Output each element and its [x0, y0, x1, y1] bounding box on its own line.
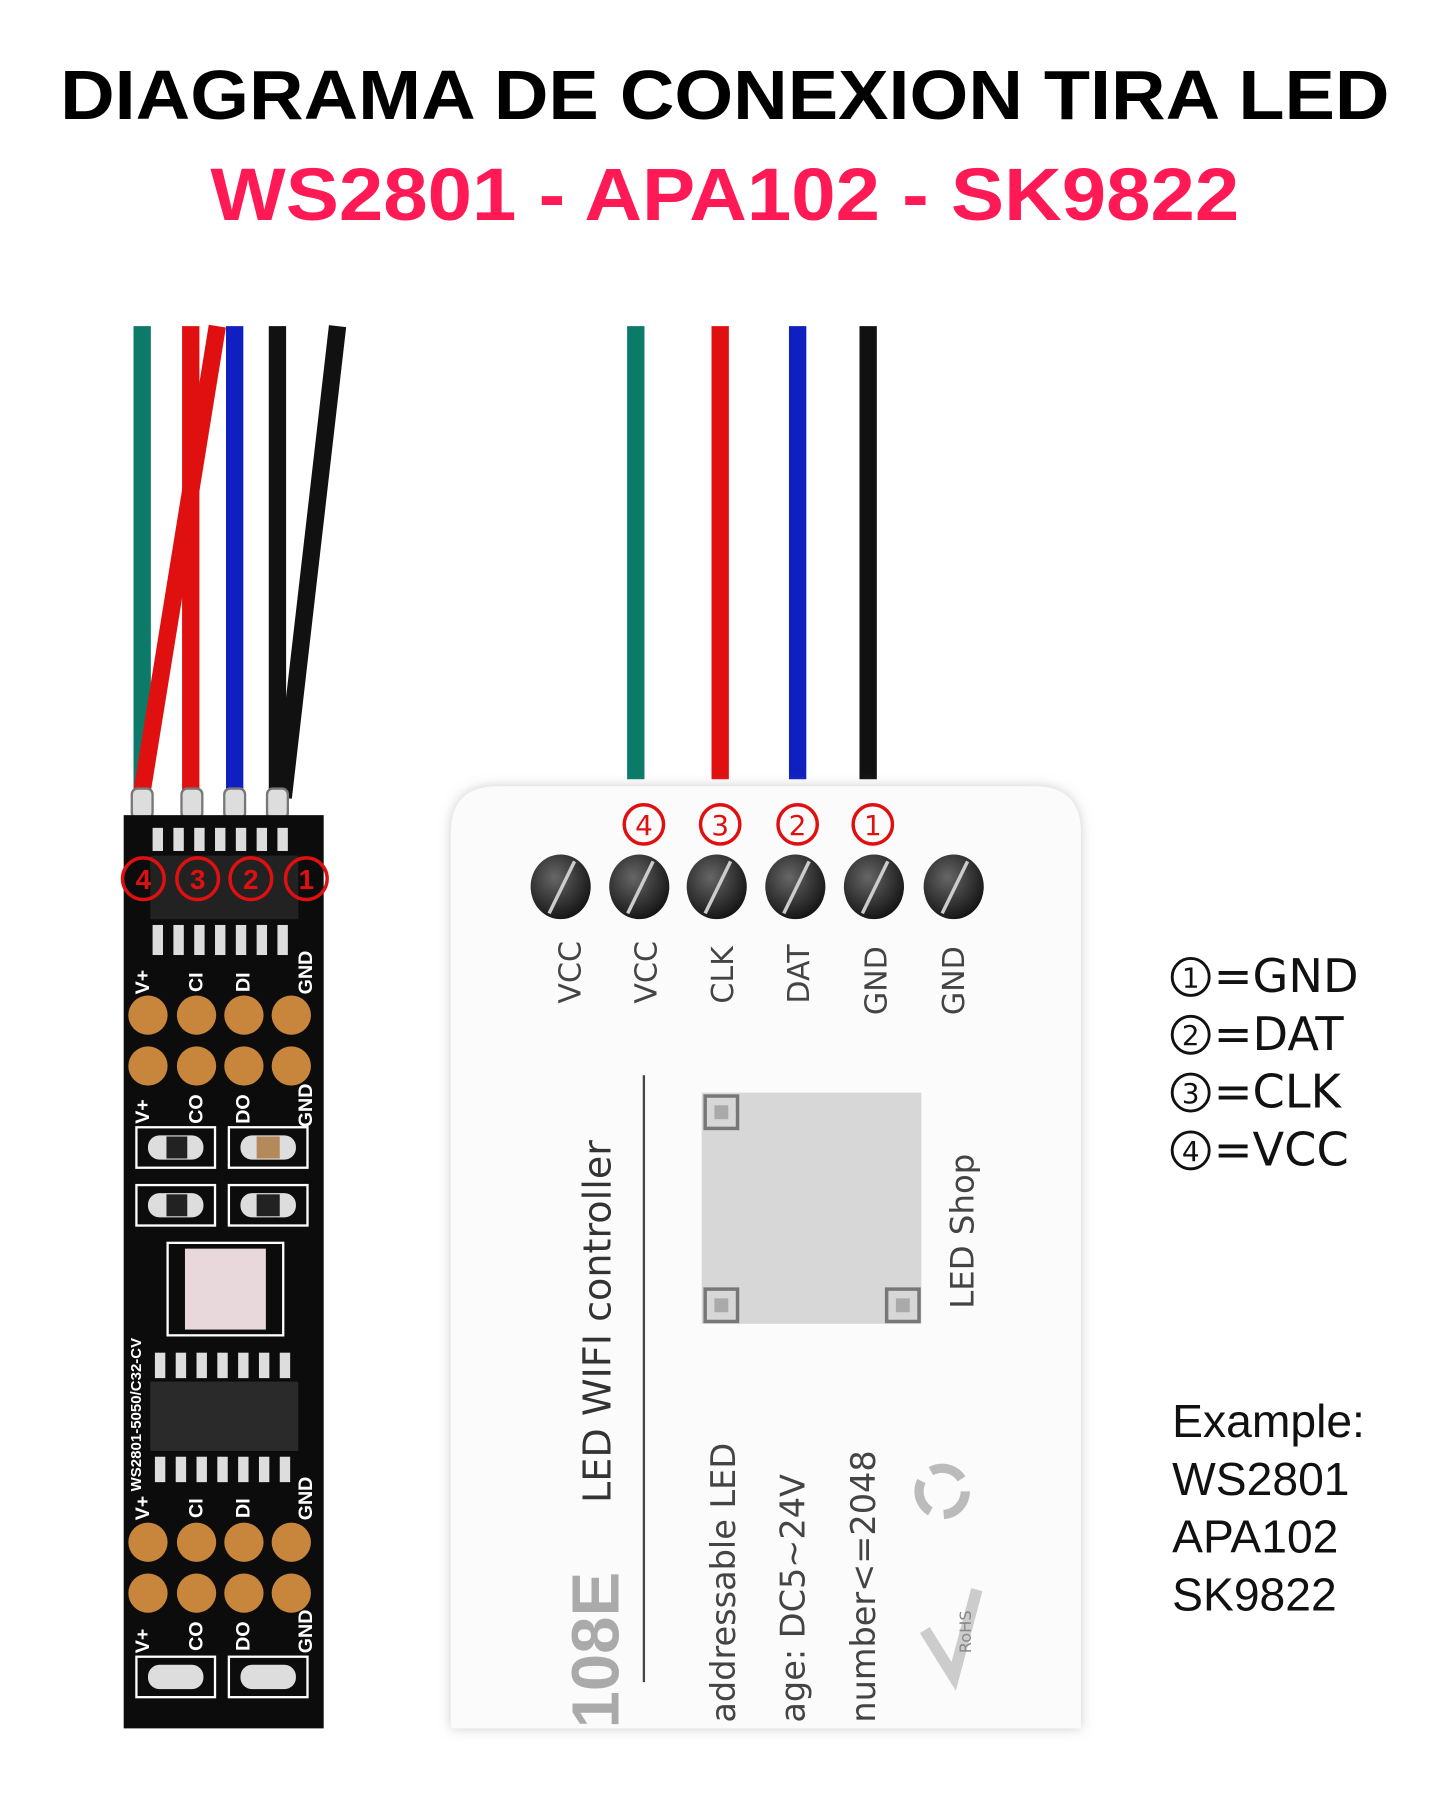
example-heading: Example: — [1172, 1395, 1365, 1447]
pin-marker-2 — [228, 856, 274, 902]
solder-joint — [180, 787, 204, 820]
strip-label: DI — [233, 1498, 255, 1518]
legend-number: 2 — [1182, 1019, 1200, 1052]
wifi-controller: 4 3 2 1 VCC VCC CLK DAT GND GND LED WIFI… — [450, 326, 1081, 1729]
pcb-marking: WS2801-5050/C32-CV — [128, 1338, 145, 1492]
legend-number: 1 — [1182, 961, 1200, 994]
terminal-label: GND — [860, 946, 895, 1015]
strip-label: CO — [185, 1621, 207, 1650]
strip-label: GND — [295, 951, 317, 995]
example-list: Example: WS2801 APA102 SK9822 — [1172, 1395, 1365, 1620]
strip-label: V+ — [132, 1496, 154, 1521]
spec-line: age: DC5~24V — [774, 1474, 813, 1723]
pin-legend: 1 2 3 4 =GND =DAT =CLK =VCC — [1170, 949, 1359, 1176]
recycle-icon — [914, 1463, 970, 1520]
wire-black-diagonal — [274, 325, 347, 799]
pin-marker-1 — [283, 856, 329, 902]
qr-code — [701, 1092, 922, 1324]
terminal-label: VCC — [553, 941, 588, 1004]
strip-pin-number: 3 — [190, 864, 205, 895]
wire-red-diagonal — [132, 324, 226, 800]
strip-label: V+ — [132, 970, 154, 995]
legend-number: 4 — [1182, 1135, 1200, 1168]
strip-pin-number: 4 — [136, 864, 152, 895]
diagram-subtitle: WS2801 - APA102 - SK9822 — [210, 153, 1239, 236]
legend-label: =VCC — [1214, 1122, 1349, 1176]
legend-label: =GND — [1214, 949, 1359, 1003]
strip-label: CI — [185, 972, 207, 992]
strip-label: DO — [233, 1621, 255, 1650]
terminal-label: DAT — [782, 944, 817, 1004]
terminal-label: GND — [937, 946, 972, 1015]
strip-pin-number: 2 — [243, 864, 258, 895]
spec-line: addressable LED — [704, 1443, 743, 1723]
example-item: APA102 — [1172, 1511, 1338, 1563]
chip — [150, 855, 299, 920]
controller-pin-number: 3 — [711, 809, 729, 842]
strip-label: GND — [295, 1084, 317, 1128]
terminal-label: VCC — [630, 941, 665, 1004]
strip-label: GND — [295, 1610, 317, 1654]
rohs-mark: RoHS — [956, 1610, 975, 1653]
spec-line: number<=2048 — [844, 1450, 883, 1722]
chip — [150, 1381, 299, 1451]
strip-label: CI — [185, 1498, 207, 1518]
diagram-title: DIAGRAMA DE CONEXION TIRA LED — [60, 56, 1389, 134]
rgb-led — [184, 1248, 266, 1330]
solder-pads — [128, 995, 311, 1613]
strip-label: CO — [185, 1094, 207, 1123]
strip-label: V+ — [132, 1099, 154, 1124]
solder-joint — [130, 787, 154, 820]
controller-pin-number: 2 — [789, 809, 807, 842]
strip-label: DO — [233, 1094, 255, 1123]
example-item: WS2801 — [1172, 1453, 1349, 1505]
strip-label: V+ — [132, 1629, 154, 1654]
pin-marker-3 — [175, 856, 221, 902]
model-number: 108E — [558, 1572, 633, 1729]
pin-marker-4 — [120, 856, 166, 902]
solder-joint — [265, 787, 289, 820]
terminal-label: CLK — [706, 945, 741, 1004]
led-strip: 4 3 2 1 V+ CI DI GND V+ CO DO GND V+ CI … — [120, 324, 347, 1729]
controller-pin-number: 4 — [635, 809, 653, 842]
legend-number: 3 — [1182, 1077, 1200, 1110]
shop-label: LED Shop — [943, 1154, 981, 1309]
screw-terminals — [530, 854, 984, 920]
strip-pin-number: 1 — [299, 864, 314, 895]
controller-pin-number: 1 — [864, 809, 882, 842]
product-name: LED WIFI controller — [575, 1140, 619, 1503]
legend-label: =CLK — [1214, 1065, 1343, 1119]
legend-label: =DAT — [1214, 1007, 1345, 1061]
strip-label: DI — [233, 972, 255, 992]
solder-joint — [223, 787, 247, 820]
check-mark-icon — [919, 1588, 983, 1691]
example-item: SK9822 — [1172, 1568, 1337, 1620]
strip-label: GND — [295, 1477, 317, 1521]
